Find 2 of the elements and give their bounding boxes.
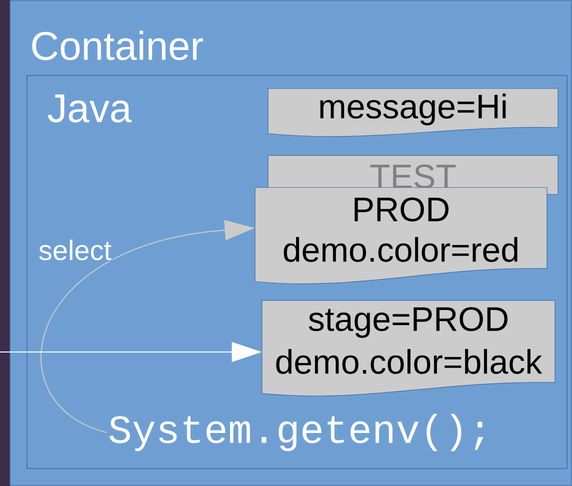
code-text: System.getenv(); bbox=[110, 414, 484, 452]
edge-label: select bbox=[37, 238, 113, 262]
